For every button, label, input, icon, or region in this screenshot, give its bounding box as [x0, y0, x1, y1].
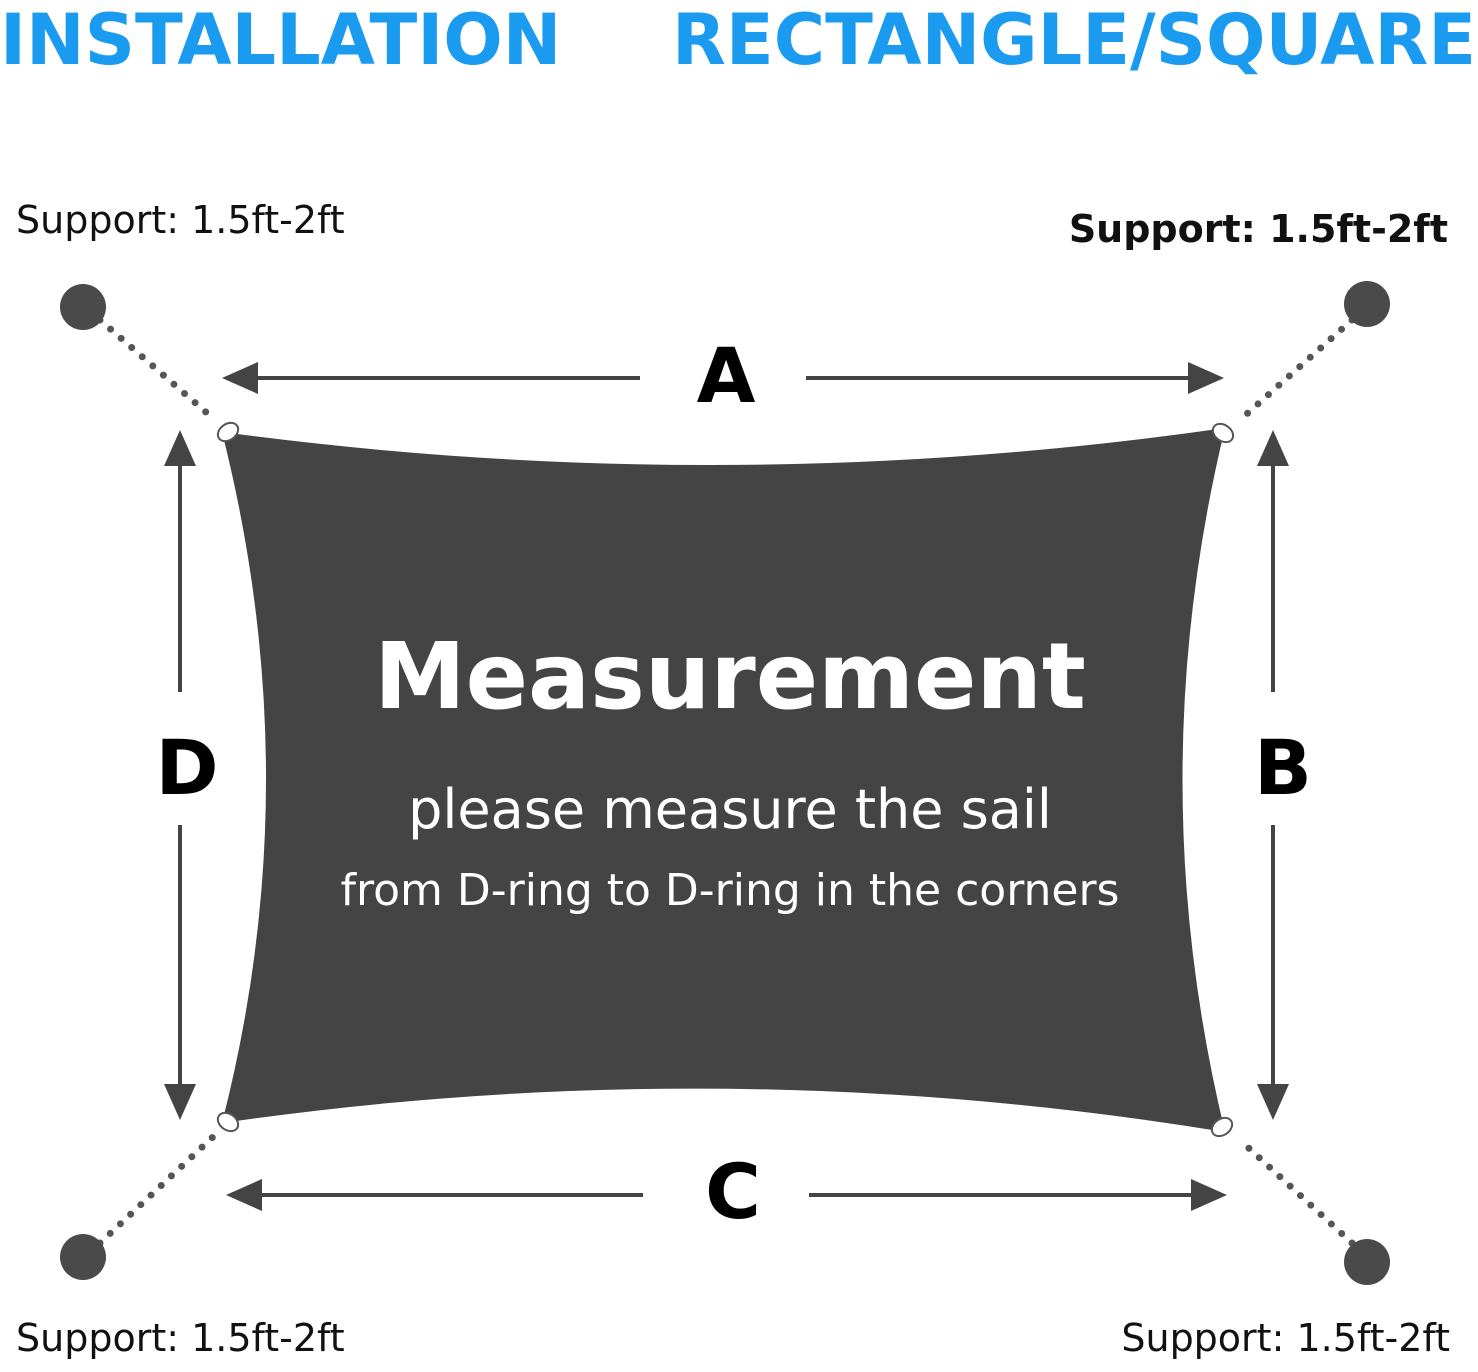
- arrow-c-left-head: [226, 1179, 262, 1211]
- arrow-d-top-head: [164, 430, 196, 466]
- arrow-b-top-head: [1257, 430, 1289, 466]
- d-ring-top-left: [216, 421, 240, 443]
- d-ring-top-right: [1211, 422, 1235, 444]
- arrow-c-right-head: [1191, 1179, 1227, 1211]
- arrow-b-bottom-head: [1257, 1084, 1289, 1120]
- post-top-left: [60, 284, 106, 330]
- support-label-bottom-left: Support: 1.5ft-2ft: [16, 1316, 345, 1360]
- heading-rectangle-square: RECTANGLE/SQUARE: [672, 0, 1477, 81]
- sail-instruction-line-1: please measure the sail: [408, 778, 1052, 841]
- support-label-top-left: Support: 1.5ft-2ft: [16, 198, 345, 242]
- heading-installation: INSTALLATION: [0, 0, 562, 81]
- support-label-bottom-right: Support: 1.5ft-2ft: [1121, 1316, 1450, 1360]
- post-bottom-right: [1344, 1239, 1390, 1285]
- post-top-right: [1344, 281, 1390, 327]
- tie-line-bottom-left: [96, 1131, 219, 1247]
- d-ring-bottom-left: [216, 1111, 240, 1133]
- tie-line-top-right: [1236, 316, 1356, 424]
- arrow-d-bottom-head: [164, 1084, 196, 1120]
- dimension-label-c: C: [705, 1147, 761, 1236]
- sail-instruction-line-2: from D-ring to D-ring in the corners: [340, 865, 1120, 916]
- dimension-label-d: D: [155, 723, 219, 812]
- arrow-a-left-head: [222, 362, 258, 394]
- sail-title: Measurement: [374, 623, 1086, 730]
- dimension-arrows: [164, 362, 1289, 1211]
- d-rings: [216, 421, 1235, 1138]
- shade-sail: [222, 428, 1225, 1132]
- tie-lines: [96, 316, 1356, 1247]
- dimension-label-a: A: [696, 331, 756, 420]
- support-label-top-right: Support: 1.5ft-2ft: [1068, 207, 1448, 251]
- arrow-a-right-head: [1188, 362, 1224, 394]
- dimension-label-b: B: [1254, 723, 1312, 812]
- d-ring-bottom-right: [1210, 1116, 1234, 1138]
- post-bottom-left: [60, 1234, 106, 1280]
- tie-line-top-left: [96, 316, 219, 424]
- tie-line-bottom-right: [1236, 1136, 1356, 1247]
